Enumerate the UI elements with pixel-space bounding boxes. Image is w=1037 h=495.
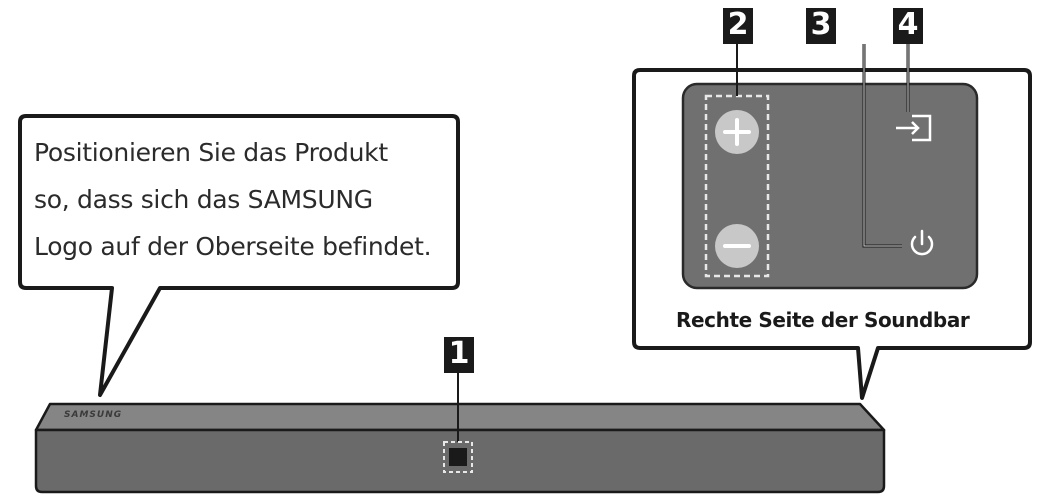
leader-line-3-inner — [863, 44, 902, 247]
volume-down-button[interactable] — [715, 224, 759, 268]
badge-2: 2 — [723, 8, 753, 44]
callout-text-line-3: Logo auf der Oberseite befindet. — [34, 232, 432, 261]
callout-bubble — [18, 114, 460, 397]
power-icon — [910, 229, 934, 256]
callout-text-line-2: so, dass sich das SAMSUNG — [34, 185, 373, 214]
badge-3: 3 — [806, 8, 836, 44]
samsung-logo: SAMSUNG — [64, 410, 123, 420]
plus-icon — [723, 118, 751, 146]
power-button[interactable] — [910, 229, 934, 256]
volume-up-button[interactable] — [715, 110, 759, 154]
sensor-window — [443, 441, 473, 473]
badge-4: 4 — [893, 8, 923, 44]
source-input-icon — [896, 114, 932, 142]
badge-1: 1 — [444, 337, 474, 373]
panel-caption: Rechte Seite der Soundbar — [676, 308, 970, 332]
soundbar-top — [34, 402, 886, 432]
source-button[interactable] — [896, 114, 932, 142]
callout-text-line-1: Positionieren Sie das Produkt — [34, 138, 388, 167]
